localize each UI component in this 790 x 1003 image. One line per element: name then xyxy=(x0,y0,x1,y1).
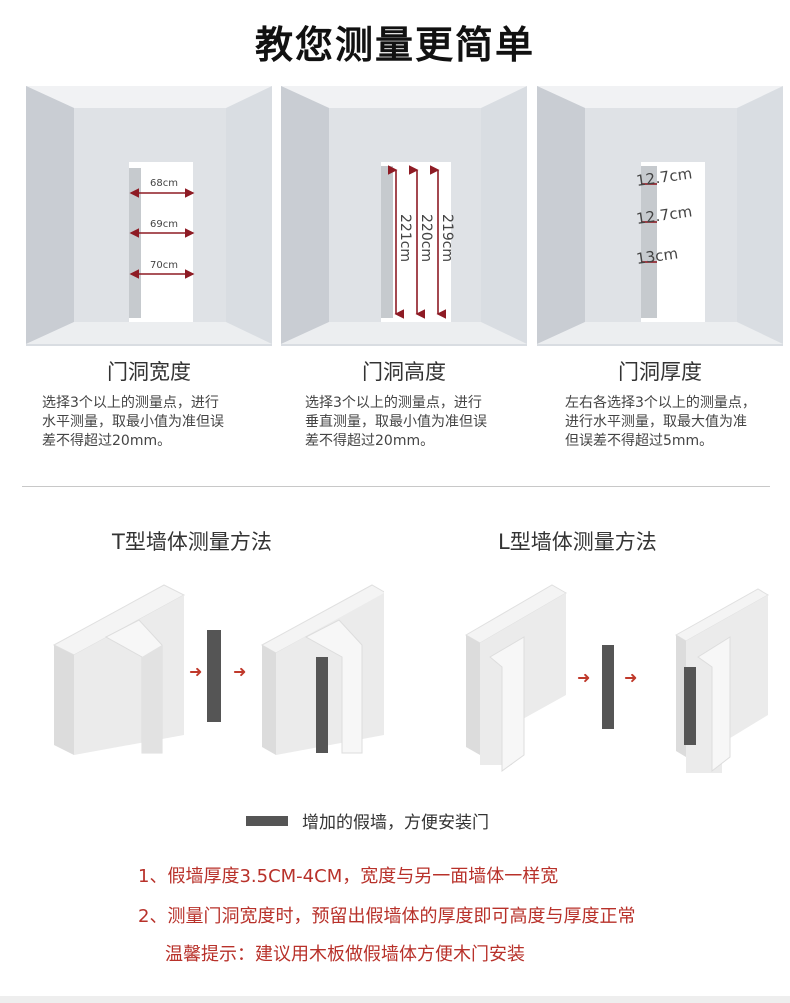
height-measure-3: 219cm xyxy=(439,214,455,262)
desc-line: 差不得超过20mm。 xyxy=(305,433,435,449)
t-wall-diagram: ➜ ➜ xyxy=(44,575,388,779)
fake-wall-panel xyxy=(207,630,221,722)
fake-wall-legend: 增加的假墙，方便安装门 xyxy=(246,808,489,833)
desc-door-width: 选择3个以上的测量点，进行 水平测量，取最小值为准但误 差不得超过20mm。 xyxy=(42,394,224,451)
t-wall-method-title: T型墙体测量方法 xyxy=(112,530,272,554)
desc-door-height: 选择3个以上的测量点，进行 垂直测量，取最小值为准但误 差不得超过20mm。 xyxy=(305,394,487,451)
arrow-right-icon: ➜ xyxy=(577,668,590,687)
note-tip: 温馨提示：建议用木板做假墙体方便木门安装 xyxy=(165,944,525,965)
desc-line: 差不得超过20mm。 xyxy=(42,433,172,449)
arrow-right-icon: ➜ xyxy=(233,662,246,681)
height-measure-1: 221cm xyxy=(397,214,413,262)
door-thickness-illustration: 12.7cm 12.7cm 13cm xyxy=(537,86,783,346)
page-title: 教您测量更简单 xyxy=(254,23,535,67)
desc-line: 水平测量，取最小值为准但误 xyxy=(42,414,224,430)
desc-door-thickness: 左右各选择3个以上的测量点， 进行水平测量，取最大值为准 但误差不得超过5mm。 xyxy=(565,394,756,451)
width-measure-1: 68cm xyxy=(150,178,178,189)
thickness-measure-3: 13cm xyxy=(635,244,679,268)
desc-line: 选择3个以上的测量点，进行 xyxy=(305,395,482,411)
fake-wall-installed xyxy=(684,667,696,745)
caption-door-thickness: 门洞厚度 xyxy=(618,360,702,384)
arrow-right-icon: ➜ xyxy=(624,668,637,687)
height-measure-2: 220cm xyxy=(418,214,434,262)
fake-wall-installed xyxy=(316,657,328,753)
fake-wall-swatch xyxy=(246,815,288,826)
note-2: 2、测量门洞宽度时，预留出假墙体的厚度即可高度与厚度正常 xyxy=(138,906,636,927)
width-measure-3: 70cm xyxy=(150,260,178,271)
legend-label: 增加的假墙，方便安装门 xyxy=(302,813,489,833)
section-divider xyxy=(22,486,770,487)
fake-wall-panel xyxy=(602,645,614,729)
caption-door-height: 门洞高度 xyxy=(362,360,446,384)
door-width-illustration: 68cm 69cm 70cm xyxy=(26,86,272,346)
arrow-right-icon: ➜ xyxy=(189,662,202,681)
desc-line: 垂直测量，取最小值为准但误 xyxy=(305,414,487,430)
desc-line: 选择3个以上的测量点，进行 xyxy=(42,395,219,411)
l-wall-diagram: ➜ ➜ xyxy=(462,575,772,779)
desc-line: 左右各选择3个以上的测量点， xyxy=(565,395,756,411)
door-height-illustration: 221cm 220cm 219cm xyxy=(281,86,527,346)
caption-door-width: 门洞宽度 xyxy=(107,360,191,384)
bottom-band xyxy=(0,996,790,1003)
l-wall-method-title: L型墙体测量方法 xyxy=(498,530,657,554)
note-1: 1、假墙厚度3.5CM-4CM，宽度与另一面墙体一样宽 xyxy=(138,866,559,887)
desc-line: 但误差不得超过5mm。 xyxy=(565,433,714,449)
desc-line: 进行水平测量，取最大值为准 xyxy=(565,414,747,430)
width-measure-2: 69cm xyxy=(150,219,178,230)
